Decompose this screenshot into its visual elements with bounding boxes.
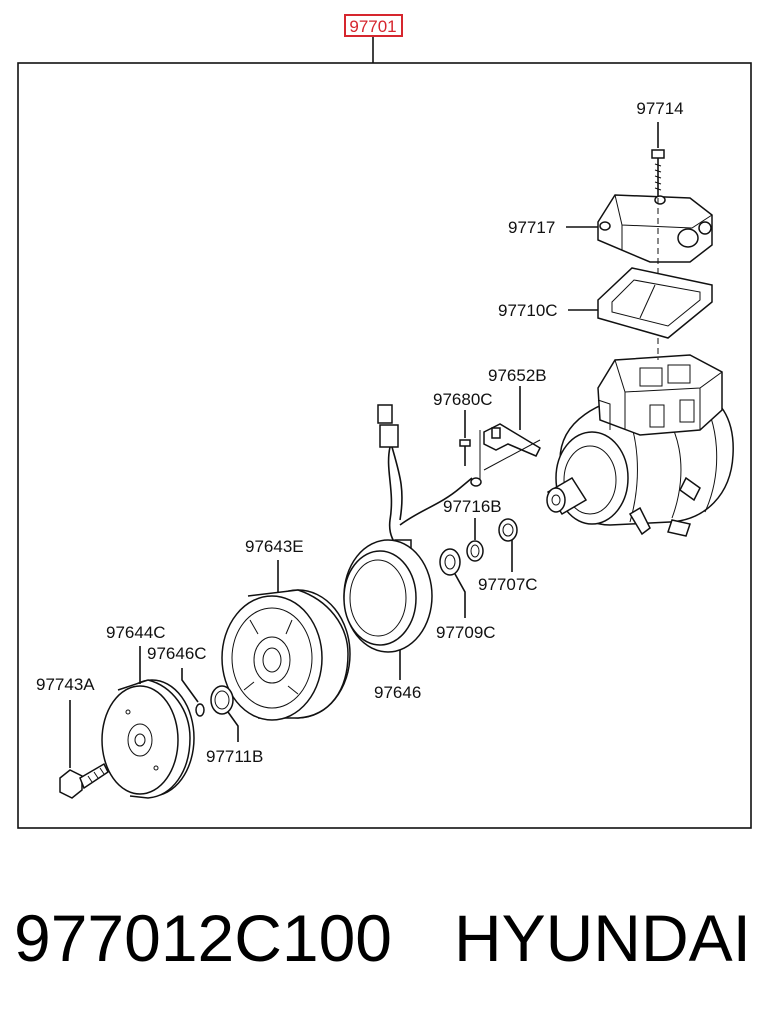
label-97711b[interactable]: 97711B: [206, 747, 263, 766]
label-97652b[interactable]: 97652B: [488, 366, 547, 385]
label-97707c[interactable]: 97707C: [478, 575, 538, 594]
diagram-frame: [17, 62, 752, 829]
parts-diagram: 97701 97714: [17, 14, 752, 829]
part-number: 977012C100: [14, 901, 393, 975]
part-97714-bolt-icon[interactable]: [651, 122, 665, 198]
part-97680c-screw-icon[interactable]: [459, 439, 471, 466]
label-97743a[interactable]: 97743A: [36, 675, 95, 694]
label-97646c[interactable]: 97646C: [147, 644, 207, 663]
compressor-body: [546, 354, 734, 537]
part-97711b-snap-ring-icon[interactable]: [210, 685, 234, 715]
part-97709c-washer-icon[interactable]: [439, 548, 461, 576]
assembly-label[interactable]: 97701: [349, 17, 396, 36]
footer: 977012C100 HYUNDAI: [0, 888, 769, 988]
part-97710c-gasket-icon[interactable]: [597, 267, 713, 339]
part-97716b-ring-icon[interactable]: [466, 540, 484, 562]
assembly-label-box[interactable]: [344, 14, 403, 37]
part-97743a-bolt-icon[interactable]: [59, 762, 109, 799]
part-97707c-seal-icon[interactable]: [498, 518, 518, 542]
label-97644c[interactable]: 97644C: [106, 623, 166, 642]
part-97643e-pulley-icon[interactable]: [221, 589, 351, 721]
brand-name: HYUNDAI: [453, 901, 751, 975]
part-97646c-shim-icon[interactable]: [195, 703, 205, 717]
label-97709c[interactable]: 97709C: [436, 623, 496, 642]
label-97714[interactable]: 97714: [636, 99, 683, 118]
label-97717[interactable]: 97717: [508, 218, 555, 237]
label-97710c[interactable]: 97710C: [498, 301, 558, 320]
part-97646-field-coil-icon[interactable]: [343, 539, 433, 653]
label-97646[interactable]: 97646: [374, 683, 421, 702]
part-97717-valve-block-icon[interactable]: [597, 194, 713, 263]
label-97716b[interactable]: 97716B: [443, 497, 502, 516]
label-97680c[interactable]: 97680C: [433, 390, 493, 409]
part-97644c-armature-plate-icon[interactable]: [101, 679, 195, 799]
part-97652b-bracket-icon[interactable]: [483, 423, 541, 457]
label-97643e[interactable]: 97643E: [245, 537, 304, 556]
